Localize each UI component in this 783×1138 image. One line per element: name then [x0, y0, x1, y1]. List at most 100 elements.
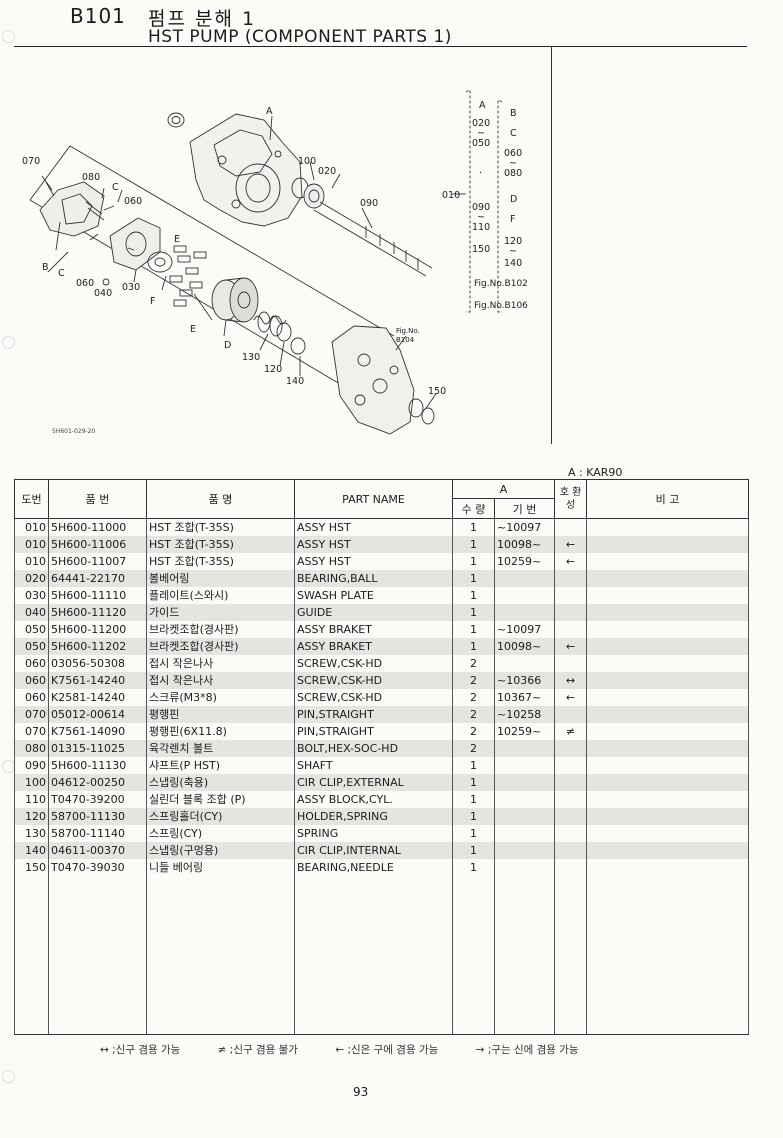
diagram-callouts: A 100 020 090 070 080 C 060 B C 060 040 … — [22, 100, 528, 397]
interchange-symbol — [554, 825, 587, 842]
col-header-part-name: PART NAME — [294, 479, 453, 519]
svg-text:·: · — [479, 168, 482, 179]
part-name-korean: 볼베어링 — [146, 570, 295, 587]
interchange-symbol — [554, 604, 587, 621]
part-number: K7561-14240 — [48, 672, 147, 689]
part-name: ASSY BRAKET — [294, 638, 453, 655]
row-number: 080 — [14, 740, 49, 757]
col-header-remarks: 비 고 — [586, 479, 749, 519]
interchange-legend: ↔ ;신구 겸용 가능 ≠ ;신구 겸용 불가 ← ;신은 구에 겸용 가능 →… — [100, 1042, 613, 1057]
part-name: ASSY HST — [294, 553, 453, 570]
quantity: 1 — [452, 621, 495, 638]
part-name: SCREW,CSK-HD — [294, 689, 453, 706]
svg-text:110: 110 — [472, 222, 490, 233]
quantity: 1 — [452, 570, 495, 587]
interchange-symbol — [554, 518, 587, 536]
part-number: 5H600-11110 — [48, 587, 147, 604]
quantity: 2 — [452, 655, 495, 672]
svg-text:130: 130 — [242, 352, 260, 363]
part-name-korean: 스크류(M3*8) — [146, 689, 295, 706]
quantity: 1 — [452, 842, 495, 859]
part-name-korean: 접시 작은나사 — [146, 655, 295, 672]
remarks — [586, 740, 749, 757]
header-rule — [14, 46, 747, 47]
remarks — [586, 723, 749, 740]
interchange-symbol — [554, 791, 587, 808]
remarks — [586, 536, 749, 553]
part-name: ASSY HST — [294, 536, 453, 553]
serial-range — [494, 587, 555, 604]
part-name-korean: 샤프트(P HST) — [146, 757, 295, 774]
svg-text:F: F — [510, 214, 515, 225]
remarks — [586, 791, 749, 808]
serial-range: ~10366 — [494, 672, 555, 689]
svg-text:C: C — [510, 128, 517, 139]
svg-text:Fig.No.: Fig.No. — [396, 327, 420, 335]
svg-text:080: 080 — [504, 168, 522, 179]
part-name: SHAFT — [294, 757, 453, 774]
remarks — [586, 825, 749, 842]
serial-range — [494, 825, 555, 842]
part-name-korean: 평행핀(6X11.8) — [146, 723, 295, 740]
svg-text:D: D — [224, 340, 231, 351]
interchange-symbol — [554, 621, 587, 638]
svg-text:~: ~ — [509, 158, 517, 169]
part-number: 5H600-11000 — [48, 518, 147, 536]
row-number: 100 — [14, 774, 49, 791]
part-number: 03056-50308 — [48, 655, 147, 672]
col-header-name-ko: 품 명 — [146, 479, 295, 519]
remarks — [586, 655, 749, 672]
part-name: SPRING — [294, 825, 453, 842]
quantity: 2 — [452, 723, 495, 740]
remarks — [586, 604, 749, 621]
interchange-symbol — [554, 842, 587, 859]
serial-range — [494, 808, 555, 825]
remarks — [586, 808, 749, 825]
serial-range — [494, 859, 555, 876]
model-note: A : KAR90 — [568, 466, 623, 479]
legend-item: ≠ ;신구 겸용 불가 — [217, 1044, 298, 1056]
part-name: PIN,STRAIGHT — [294, 706, 453, 723]
row-number: 120 — [14, 808, 49, 825]
title-english: HST PUMP (COMPONENT PARTS 1) — [148, 27, 452, 47]
parts-table: 도번 품 번 품 명 PART NAME A 호 환 성 비 고 수 량 기 번… — [14, 479, 749, 1035]
interchange-symbol — [554, 740, 587, 757]
svg-text:E: E — [174, 234, 180, 245]
legend-item: ↔ ;신구 겸용 가능 — [100, 1044, 181, 1056]
svg-text:C: C — [112, 182, 119, 193]
serial-range: ~10097 — [494, 518, 555, 536]
svg-text:050: 050 — [472, 138, 490, 149]
svg-text:~: ~ — [477, 212, 485, 223]
row-number: 060 — [14, 655, 49, 672]
svg-text:080: 080 — [82, 172, 100, 183]
col-header-interchange: 호 환 성 — [554, 479, 587, 519]
quantity: 1 — [452, 518, 495, 536]
row-number: 110 — [14, 791, 49, 808]
quantity: 1 — [452, 757, 495, 774]
row-number: 060 — [14, 689, 49, 706]
serial-range — [494, 570, 555, 587]
serial-range: 10259~ — [494, 553, 555, 570]
serial-range: 10098~ — [494, 638, 555, 655]
row-number: 070 — [14, 706, 49, 723]
svg-text:E: E — [190, 324, 196, 335]
serial-range — [494, 740, 555, 757]
serial-range — [494, 842, 555, 859]
svg-text:120: 120 — [504, 236, 522, 247]
part-name: GUIDE — [294, 604, 453, 621]
part-number: 5H600-11130 — [48, 757, 147, 774]
svg-text:140: 140 — [286, 376, 304, 387]
part-name-korean: 가이드 — [146, 604, 295, 621]
part-name: ASSY BLOCK,CYL. — [294, 791, 453, 808]
quantity: 1 — [452, 553, 495, 570]
col-header-group-a: A — [452, 479, 555, 499]
table-empty-space — [14, 876, 749, 1035]
